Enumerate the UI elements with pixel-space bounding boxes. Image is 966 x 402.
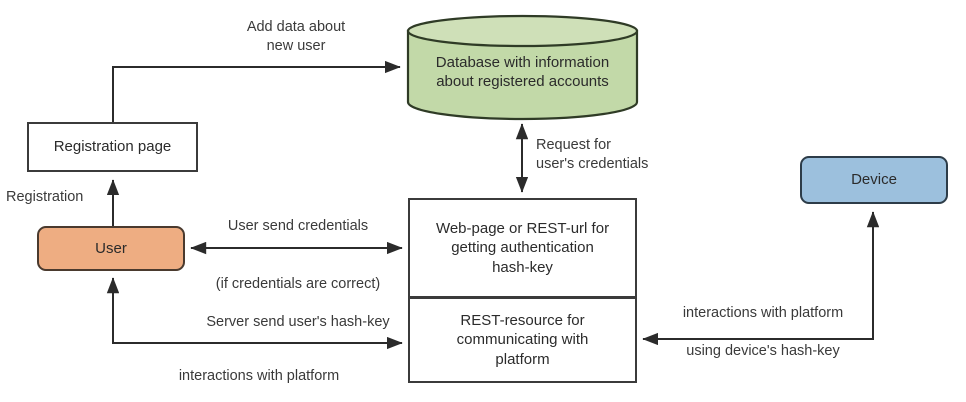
- node-user[interactable]: [37, 226, 185, 271]
- node-web-page-auth[interactable]: [408, 198, 637, 298]
- edge-device-interactions-line: [642, 211, 880, 346]
- edge-user-interactions-line: [106, 277, 403, 350]
- node-registration-page[interactable]: [27, 122, 198, 172]
- node-device[interactable]: [800, 156, 948, 204]
- edge-add-data-line: [112, 60, 401, 122]
- database-cylinder-shape: [406, 14, 639, 121]
- node-rest-resource[interactable]: [408, 297, 637, 383]
